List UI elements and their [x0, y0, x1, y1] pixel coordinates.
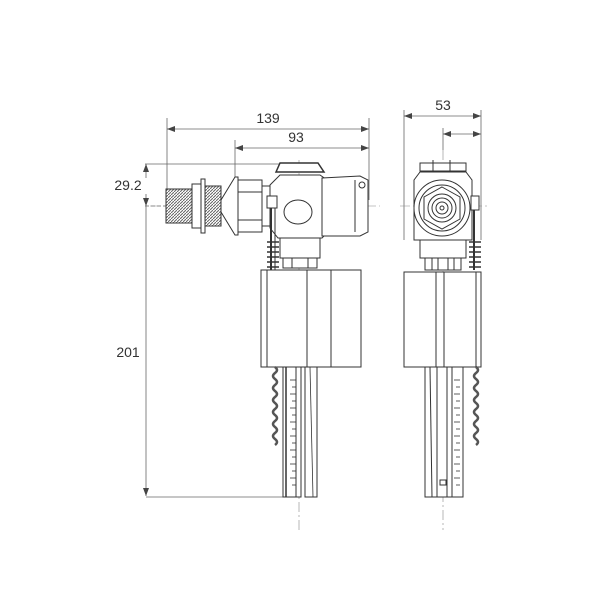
valve-cap	[274, 162, 326, 173]
outlet-housing	[321, 175, 369, 237]
dimension-93	[234, 140, 369, 180]
front-lower-spring	[472, 366, 480, 446]
threaded-inlet	[165, 188, 195, 224]
front-float	[403, 271, 482, 368]
dimension-label-93: 93	[288, 129, 304, 145]
dimension-201	[143, 206, 285, 498]
dimension-label-29-2: 29.2	[114, 177, 141, 193]
dimension-label-201: 201	[116, 344, 140, 360]
dimension-139	[166, 118, 370, 200]
height-scale	[290, 379, 296, 486]
side-view	[150, 160, 380, 530]
front-view	[400, 150, 490, 530]
float	[260, 269, 362, 368]
upper-spring	[267, 241, 279, 268]
union-nut	[237, 179, 263, 233]
lower-spring	[271, 366, 279, 446]
cone-washer	[220, 176, 239, 236]
dimension-label-53: 53	[435, 97, 451, 113]
dimension-53	[403, 110, 482, 240]
dimension-label-139: 139	[256, 110, 280, 126]
backnut	[191, 183, 202, 229]
